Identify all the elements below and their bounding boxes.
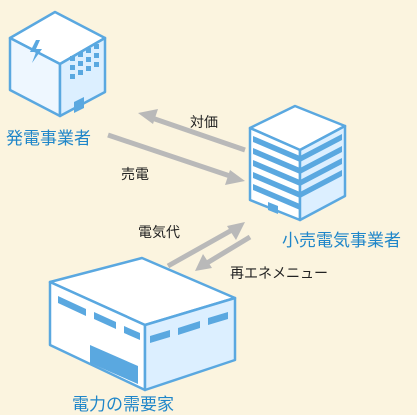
consumer-label: 電力の需要家	[72, 395, 174, 415]
generator-label: 発電事業者	[6, 129, 91, 149]
flow-arrows	[107, 109, 252, 271]
electricity-fee-arrow-icon	[166, 222, 245, 269]
payment-label: 対価	[190, 115, 218, 131]
renewable-menu-arrow-icon	[195, 234, 252, 271]
sale-arrow-icon	[107, 132, 245, 185]
retailer-building-icon	[248, 104, 347, 222]
retailer-label: 小売電気事業者	[282, 231, 401, 251]
power-plant-building-icon	[8, 10, 107, 118]
electricity-fee-label: 電気代	[138, 225, 180, 241]
payment-arrow-icon	[138, 109, 246, 153]
consumer-factory-building-icon	[48, 256, 237, 392]
sale-label: 売電	[121, 167, 149, 183]
renewable-menu-label: 再エネメニュー	[230, 266, 328, 282]
